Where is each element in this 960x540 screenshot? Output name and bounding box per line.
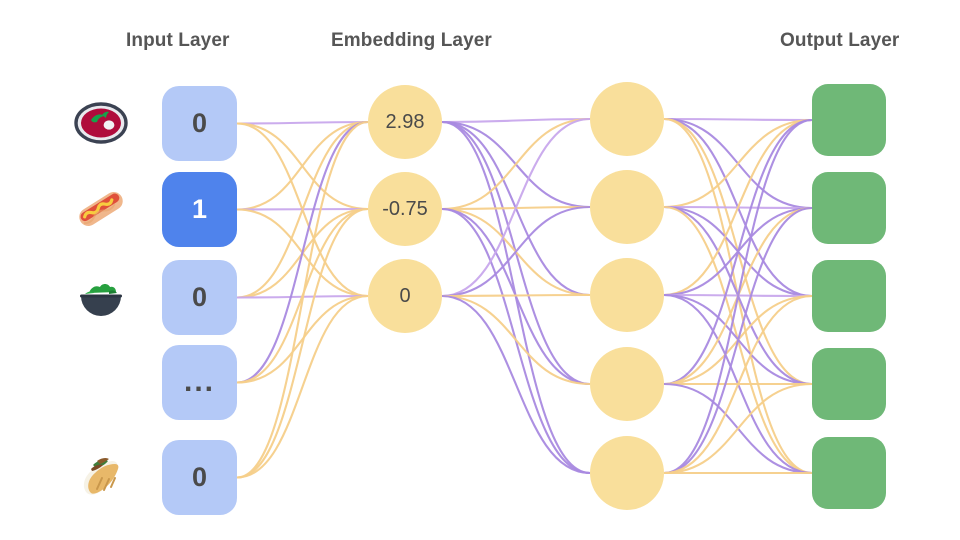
edges-hidden-to-output <box>663 117 813 475</box>
input-node-2[interactable]: 1 <box>162 172 237 247</box>
input-node-1[interactable]: 0 <box>162 86 237 161</box>
hidden-node-3[interactable] <box>590 258 664 332</box>
soup-bowl-icon <box>72 94 130 152</box>
edge <box>236 120 369 299</box>
edge <box>441 205 591 298</box>
edge <box>663 382 813 475</box>
hidden-node-5[interactable] <box>590 436 664 510</box>
input-node-3[interactable]: 0 <box>162 260 237 335</box>
input-node-5[interactable]: 0 <box>162 440 237 515</box>
input-node-value: 0 <box>191 462 208 492</box>
edges-embedding-to-hidden <box>441 117 591 475</box>
output-node-2[interactable] <box>812 172 886 244</box>
embedding-node-value: -0.75 <box>382 197 428 220</box>
salad-bowl-icon <box>72 268 130 326</box>
hidden-node-2[interactable] <box>590 170 664 244</box>
output-layer-title: Output Layer <box>780 30 900 51</box>
edge <box>441 117 591 298</box>
input-node-4[interactable]: ... <box>162 345 237 420</box>
edges-input-to-embedding <box>236 120 369 479</box>
edge <box>236 120 369 384</box>
edge <box>663 118 813 209</box>
edge <box>236 120 369 125</box>
embedding-layer-title: Embedding Layer <box>331 30 492 51</box>
input-node-value: 1 <box>191 194 208 224</box>
edge <box>663 294 813 475</box>
embedding-node-3[interactable]: 0 <box>368 259 442 333</box>
input-node-value: 0 <box>191 108 208 138</box>
input-node-ellipsis-label: ... <box>183 365 215 399</box>
embedding-node-2[interactable]: -0.75 <box>368 172 442 246</box>
output-node-4[interactable] <box>812 348 886 420</box>
output-node-1[interactable] <box>812 84 886 156</box>
edge <box>663 117 813 122</box>
edge <box>663 118 813 297</box>
edge <box>236 120 369 211</box>
edge <box>441 294 591 475</box>
edge <box>236 120 369 479</box>
burrito-icon <box>72 448 130 506</box>
edge <box>663 118 813 386</box>
embedding-node-value: 0 <box>399 284 411 307</box>
edge <box>236 207 369 479</box>
embedding-node-1[interactable]: 2.98 <box>368 85 442 159</box>
hidden-node-4[interactable] <box>590 347 664 421</box>
hot-dog-icon <box>72 180 130 238</box>
embedding-node-value: 2.98 <box>385 110 425 133</box>
hidden-node-1[interactable] <box>590 82 664 156</box>
edge <box>663 206 813 475</box>
edge <box>441 117 591 124</box>
edge <box>663 118 813 475</box>
edge <box>441 117 591 211</box>
edge <box>441 293 591 298</box>
input-layer-title: Input Layer <box>126 30 230 51</box>
edge <box>236 294 369 479</box>
input-node-value: 0 <box>191 282 208 312</box>
output-node-5[interactable] <box>812 437 886 509</box>
edge <box>441 294 591 386</box>
output-node-3[interactable] <box>812 260 886 332</box>
